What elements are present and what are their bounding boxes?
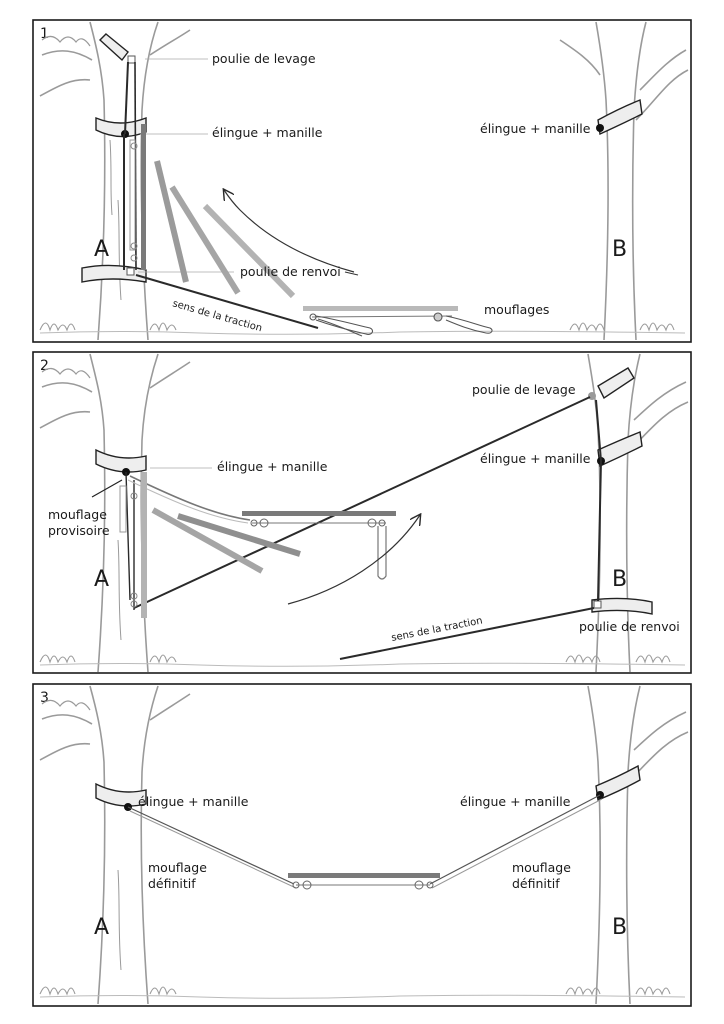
beam-position-2 — [151, 507, 264, 574]
label-sling-b: élingue + manille — [480, 451, 591, 466]
beam-final — [303, 306, 458, 311]
label-sling-b: élingue + manille — [480, 121, 591, 136]
ground-line — [39, 994, 686, 999]
anchor-sling-b — [597, 99, 643, 136]
label-sling-b: élingue + manille — [460, 794, 571, 809]
label-lift-pulley: poulie de levage — [472, 382, 576, 397]
tree-a-label: A — [94, 567, 109, 592]
ground-line — [39, 330, 686, 335]
label-sling-a: élingue + manille — [138, 794, 249, 809]
tree-b-label: B — [612, 567, 627, 592]
lift-pulley — [588, 392, 596, 400]
lift-pulley — [127, 55, 136, 64]
tackle-right — [433, 312, 493, 334]
rotation-arrow — [224, 190, 355, 273]
tackle-line — [311, 315, 453, 318]
pointer-line — [91, 479, 123, 498]
panel-2: 2 — [32, 351, 692, 674]
beam-position-3 — [169, 185, 241, 295]
pull-rope — [339, 607, 595, 660]
tree-b-label: B — [612, 915, 627, 940]
panel-frame — [32, 683, 692, 1007]
label-final-tackle-b: mouflage — [512, 860, 571, 875]
final-tackle-a — [127, 806, 295, 885]
label-final-tackle-b-2: définitif — [512, 876, 560, 891]
label-sling-a: élingue + manille — [212, 125, 323, 140]
anchor-sling-a — [95, 782, 147, 807]
rotation-arrow — [287, 515, 420, 605]
label-temp-tackle: mouflage — [48, 507, 107, 522]
ground-line — [39, 662, 686, 667]
beam-position-3 — [177, 513, 301, 557]
rope-up — [124, 61, 129, 135]
beam-position-1 — [141, 124, 146, 270]
anchor-sling-b — [597, 431, 643, 468]
label-final-tackle-a: mouflage — [148, 860, 207, 875]
final-tackle-b — [429, 794, 601, 885]
label-redirect-pulley: poulie de renvoi — [240, 264, 341, 279]
panel-number: 2 — [40, 358, 49, 374]
panel-frame — [32, 19, 692, 343]
lift-rope — [133, 396, 591, 609]
tree-a-label: A — [94, 915, 109, 940]
redirect-pulley — [593, 600, 602, 609]
lift-sling — [98, 33, 129, 62]
panel-1: 1 — [32, 19, 692, 343]
label-final-tackle-a-2: définitif — [148, 876, 196, 891]
lift-sling — [597, 367, 635, 400]
beam-final — [242, 511, 396, 516]
tree-b-label: B — [612, 237, 627, 262]
tree-b — [559, 21, 689, 341]
beam-final — [288, 873, 440, 878]
redirect-sling — [591, 597, 653, 615]
tackle-left — [309, 313, 374, 337]
hanging-tackle — [377, 526, 387, 580]
pull-rope — [135, 274, 319, 329]
beam-position-2 — [154, 160, 189, 283]
label-lift-pulley: poulie de levage — [212, 51, 316, 66]
anchor-sling-b — [595, 764, 641, 801]
panel-3: 3 — [32, 683, 692, 1007]
beam-position-4 — [202, 203, 296, 299]
label-temp-tackle-2: provisoire — [48, 523, 110, 538]
panel-number: 3 — [40, 690, 49, 706]
panel-number: 1 — [40, 26, 49, 42]
redirect-pulley — [126, 267, 135, 276]
label-redirect-pulley: poulie de renvoi — [579, 619, 680, 634]
label-sling-a: élingue + manille — [217, 459, 328, 474]
shackle-b — [596, 124, 604, 132]
beam-position-1 — [141, 472, 147, 618]
tree-a-label: A — [94, 237, 109, 262]
label-tackles: mouflages — [484, 302, 549, 317]
anchor-sling-a — [95, 448, 147, 473]
